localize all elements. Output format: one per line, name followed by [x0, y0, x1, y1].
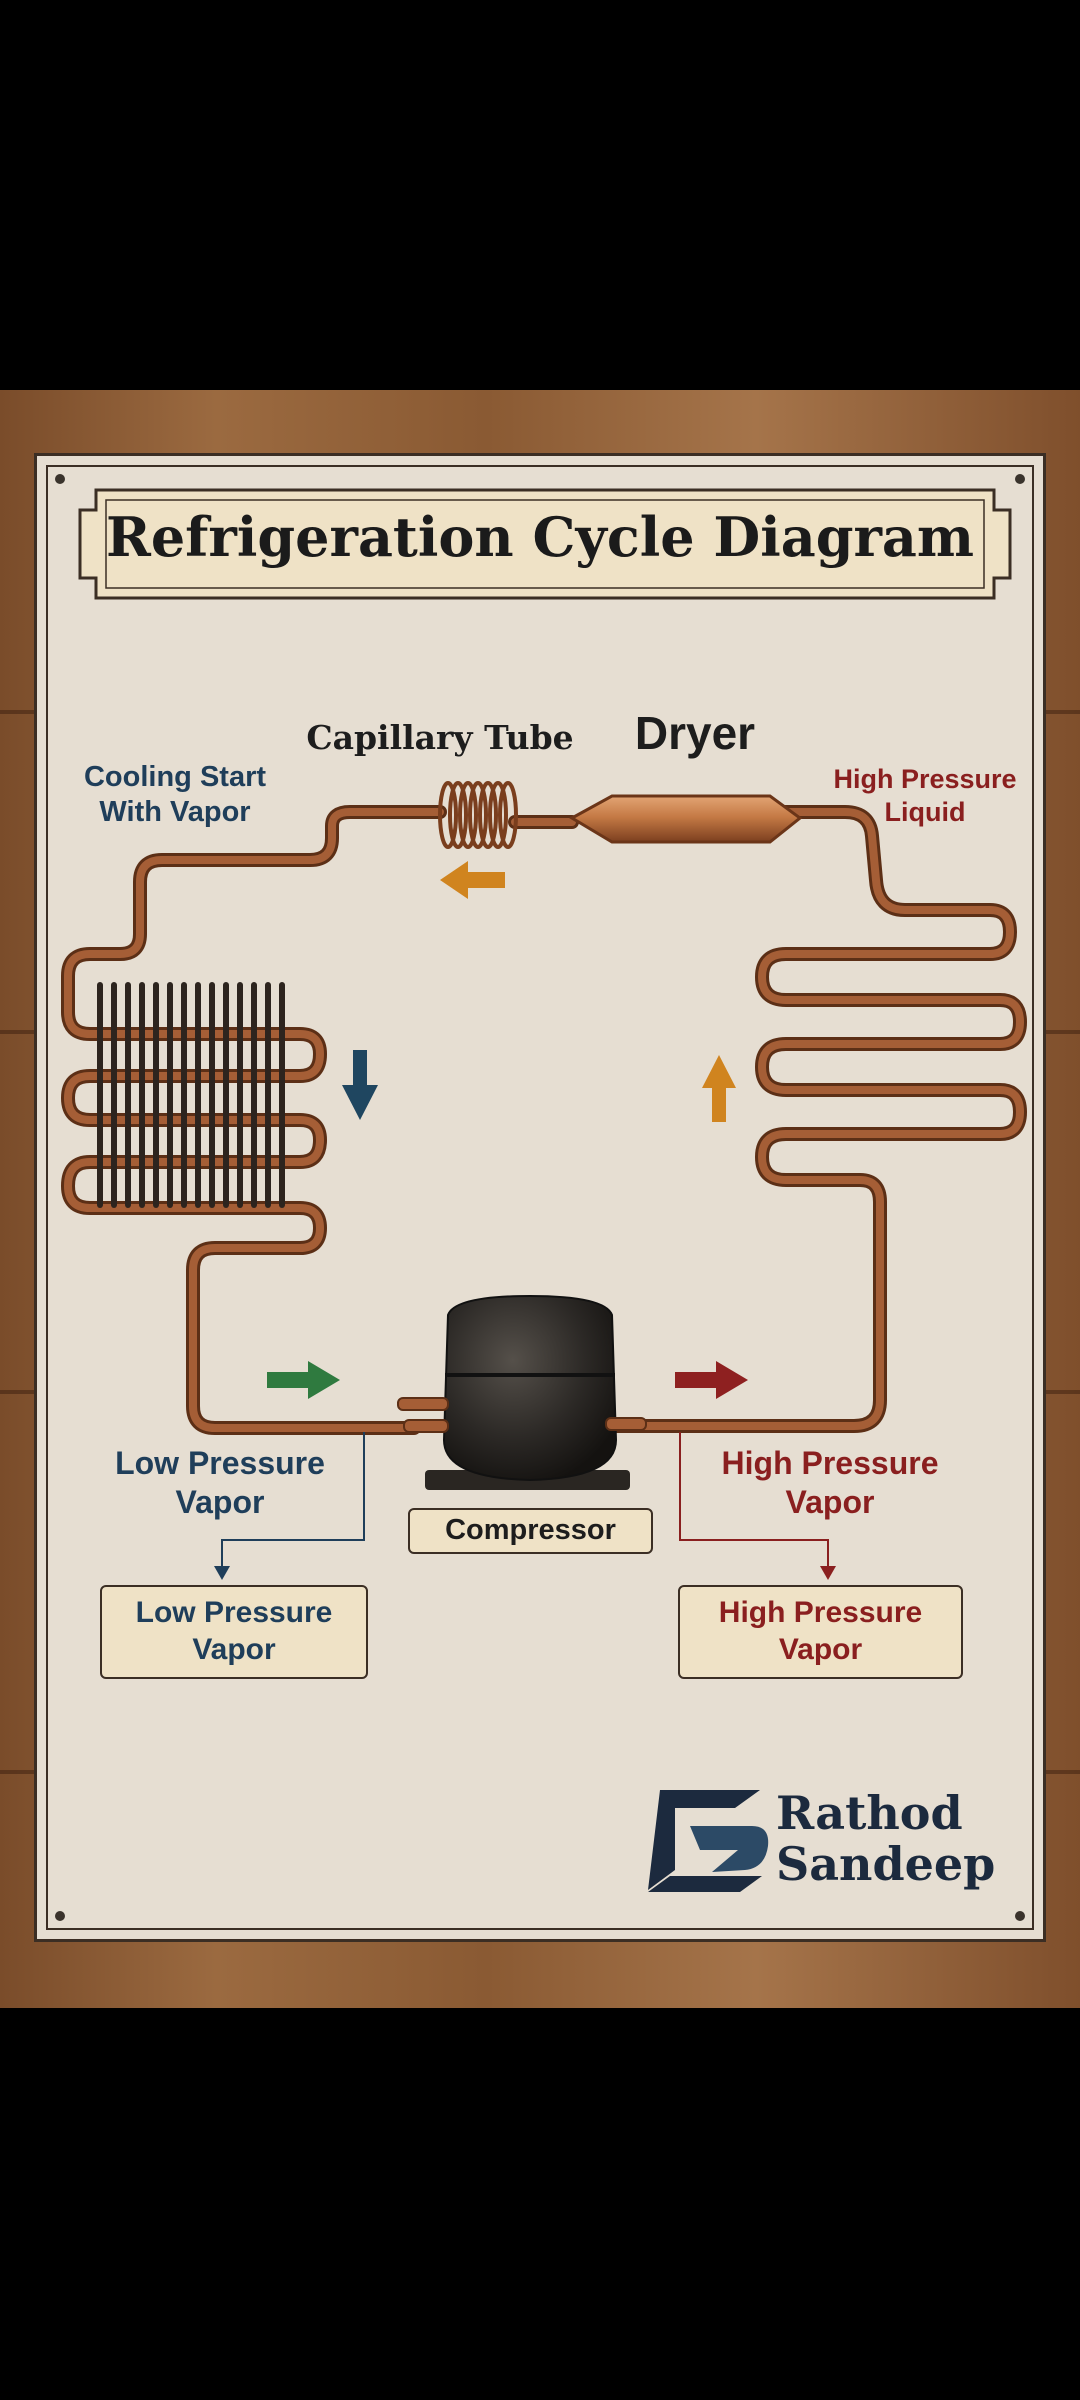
leader-arrow-high-icon — [820, 1566, 836, 1580]
leader-arrow-low-icon — [214, 1566, 230, 1580]
leader-line-low — [221, 1432, 365, 1570]
screw-icon — [55, 474, 65, 484]
low-pressure-vapor-box-text: Low Pressure Vapor — [135, 1596, 333, 1666]
copper-tube — [64, 808, 1024, 1432]
logo-mark-icon — [648, 1790, 769, 1892]
label-high-pressure-vapor: High Pressure Vapor — [721, 1445, 939, 1521]
flow-arrow-right-green-icon — [267, 1361, 340, 1399]
flow-arrow-down-icon — [342, 1050, 378, 1120]
capillary-coil — [438, 781, 518, 849]
logo-name-line2: Sandeep — [776, 1836, 996, 1891]
logo-name: Rathod Sandeep — [776, 1788, 995, 1889]
flow-arrow-up-icon — [702, 1055, 736, 1122]
leader-line-high — [679, 1432, 829, 1570]
high-pressure-vapor-box-text: High Pressure Vapor — [718, 1596, 923, 1666]
compressor-label-box: Compressor — [408, 1508, 653, 1554]
compressor-label: Compressor — [445, 1514, 616, 1547]
screw-icon — [55, 1911, 65, 1921]
title-banner — [78, 488, 1012, 600]
label-high-pressure-liquid: High Pressure Liquid — [833, 764, 1017, 827]
flow-arrow-right-red-icon — [675, 1361, 748, 1399]
screw-icon — [1015, 1911, 1025, 1921]
high-pressure-vapor-box: High Pressure Vapor — [678, 1585, 963, 1679]
logo-name-line1: Rathod — [776, 1786, 963, 1840]
label-low-pressure-vapor: Low Pressure Vapor — [115, 1445, 325, 1521]
compressor-icon — [397, 1294, 647, 1490]
label-dryer: Dryer — [634, 707, 756, 759]
label-cooling-start: Cooling Start With Vapor — [83, 761, 267, 829]
title-banner-inner — [105, 499, 985, 589]
board-inner-border — [46, 465, 1034, 1930]
label-capillary-tube: Capillary Tube — [306, 718, 574, 757]
page-title: Refrigeration Cycle Diagram — [105, 505, 975, 569]
dryer-icon — [568, 794, 803, 844]
evaporator-fins — [97, 982, 285, 1208]
screw-icon — [1015, 474, 1025, 484]
low-pressure-vapor-box: Low Pressure Vapor — [100, 1585, 368, 1679]
flow-arrow-left-icon — [440, 861, 505, 899]
